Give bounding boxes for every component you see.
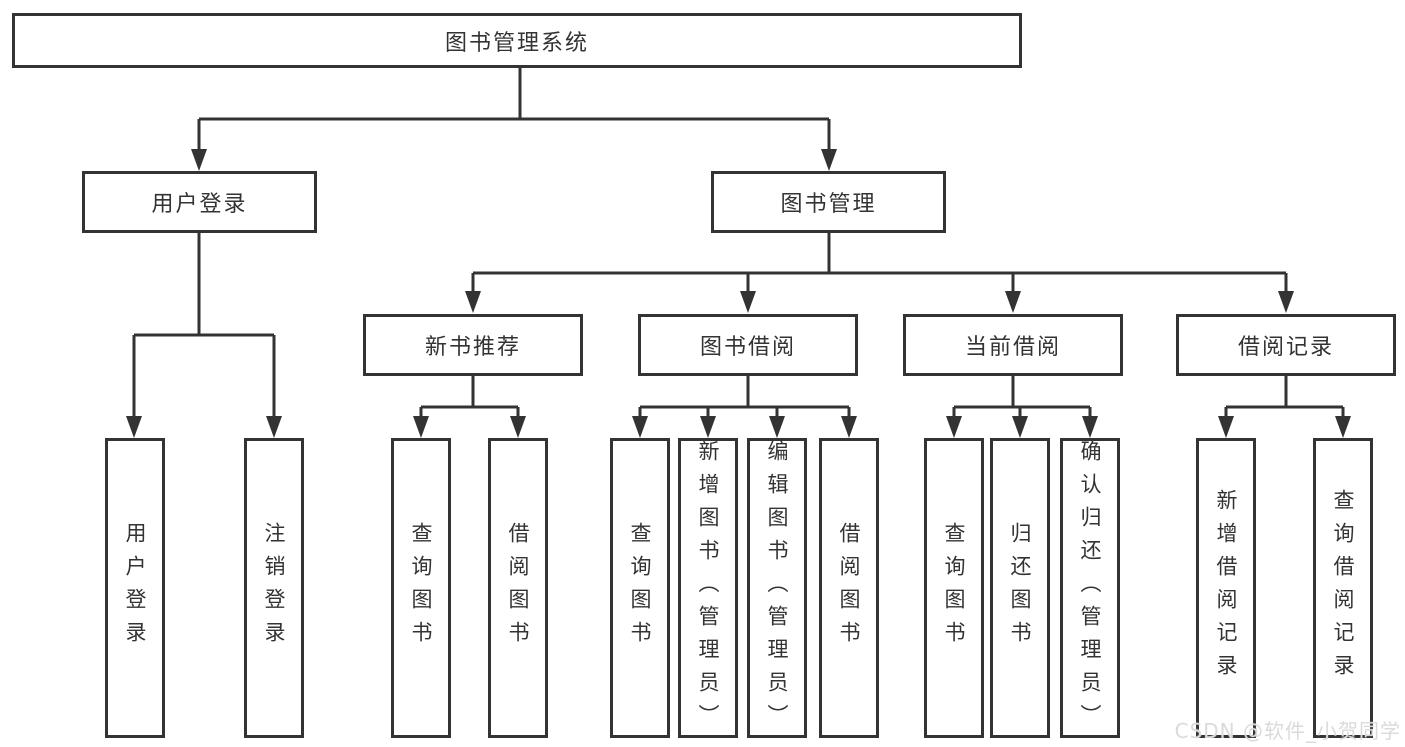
node-library-management-system: 图书管理系统	[12, 13, 1022, 68]
node-label: 当前借阅	[964, 335, 1061, 360]
node-label: 图书管理	[780, 192, 877, 217]
node-new-book-recommend: 新书推荐	[363, 314, 583, 376]
node-label: 查询图书	[628, 522, 652, 654]
node-label: 新增借阅记录	[1214, 489, 1238, 687]
node-label: 确认归还（管理员）	[1078, 439, 1102, 737]
node-label: 查询图书	[942, 522, 966, 654]
node-label: 图书借阅	[699, 335, 796, 360]
node-book-management: 图书管理	[711, 171, 946, 233]
node-book-borrowing: 图书借阅	[638, 314, 858, 376]
node-label: 注销登录	[262, 522, 286, 654]
node-label: 图书管理系统	[444, 30, 589, 56]
leaf-logout: 注销登录	[244, 438, 304, 738]
leaf-query-books-current: 查询图书	[924, 438, 984, 738]
node-user-login: 用户登录	[82, 171, 317, 233]
node-label: 查询借阅记录	[1331, 489, 1355, 687]
leaf-confirm-return-admin: 确认归还（管理员）	[1060, 438, 1120, 738]
node-label: 用户登录	[151, 192, 248, 217]
leaf-query-books-recommend: 查询图书	[391, 438, 451, 738]
leaf-borrow-books-recommend: 借阅图书	[488, 438, 548, 738]
csdn-watermark: CSDN @软件_小贺同学	[1174, 719, 1401, 743]
node-current-borrowing: 当前借阅	[903, 314, 1123, 376]
node-label: 新书推荐	[424, 335, 521, 360]
leaf-user-login: 用户登录	[105, 438, 165, 738]
node-label: 查询图书	[409, 522, 433, 654]
node-label: 借阅图书	[837, 522, 861, 654]
node-label: 借阅图书	[506, 522, 530, 654]
leaf-borrow-books: 借阅图书	[819, 438, 879, 738]
leaf-add-borrow-record: 新增借阅记录	[1196, 438, 1256, 738]
node-label: 归还图书	[1008, 522, 1032, 654]
leaf-add-books-admin: 新增图书（管理员）	[678, 438, 738, 738]
leaf-edit-books-admin: 编辑图书（管理员）	[747, 438, 807, 738]
node-borrow-records: 借阅记录	[1176, 314, 1396, 376]
node-label: 编辑图书（管理员）	[765, 439, 789, 737]
node-label: 借阅记录	[1237, 335, 1334, 360]
leaf-query-books-borrow: 查询图书	[610, 438, 670, 738]
node-label: 用户登录	[123, 522, 147, 654]
node-label: 新增图书（管理员）	[696, 439, 720, 737]
leaf-return-books: 归还图书	[990, 438, 1050, 738]
leaf-query-borrow-record: 查询借阅记录	[1313, 438, 1373, 738]
